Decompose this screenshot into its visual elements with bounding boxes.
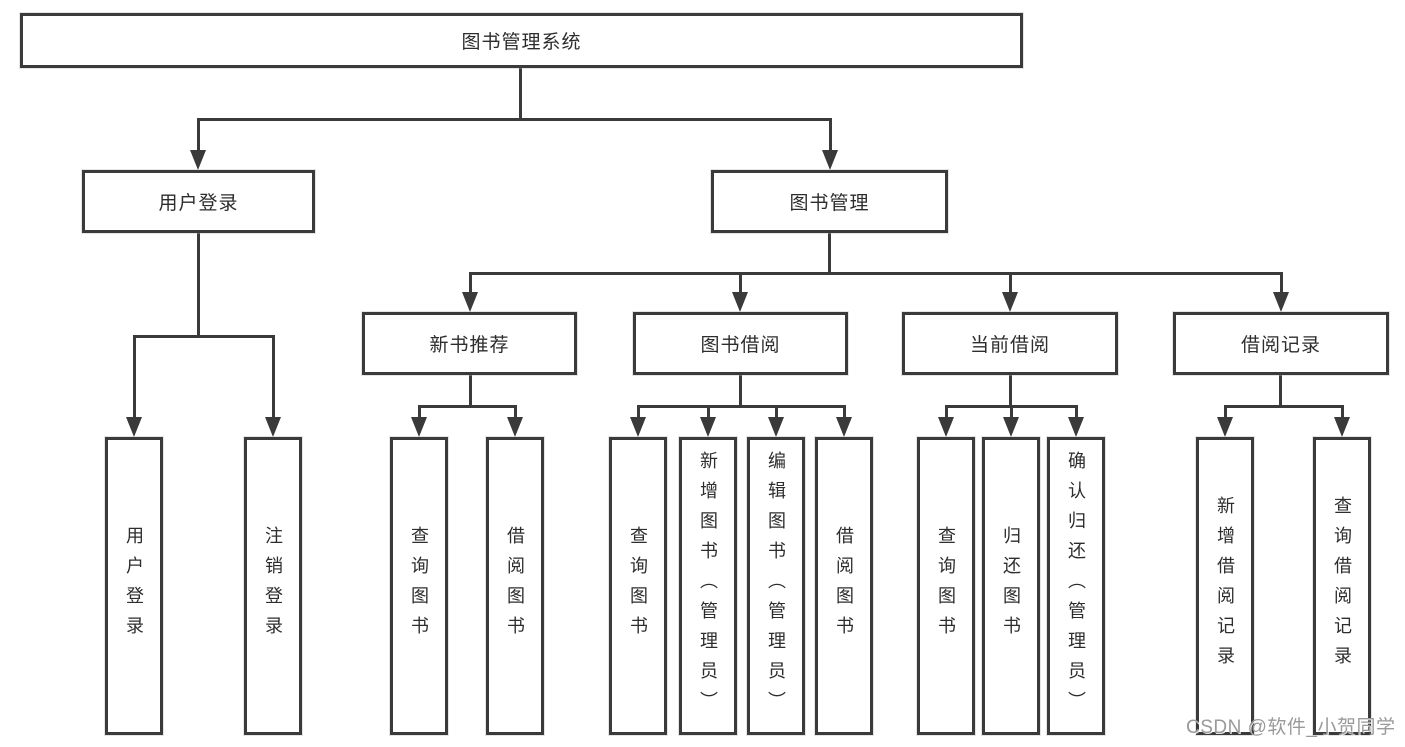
leaf-confirm-return-admin: 确认归还（管理员）: [1047, 437, 1105, 735]
connector-to-current-borrowing: [1008, 273, 1012, 294]
arrowhead-to-new-book-recommendation: [462, 292, 478, 312]
connector-book-management-hline: [468, 271, 1283, 275]
arrowhead-to-leaf: [1217, 417, 1233, 437]
connector-to-leaf: [944, 406, 948, 421]
arrowhead-to-leaf: [836, 417, 852, 437]
leaf-label: 查询图书: [409, 526, 429, 646]
connector-to-leaf: [1223, 406, 1227, 421]
connector-to-user-login: [196, 118, 200, 153]
node-book-borrowing: 图书借阅: [633, 312, 848, 375]
arrowhead-to-leaf: [1334, 417, 1350, 437]
connector-to-leaf: [417, 406, 421, 421]
node-label: 新书推荐: [429, 335, 510, 356]
connector-to-leaf: [1340, 406, 1344, 421]
arrowhead-to-borrowing-records: [1273, 292, 1289, 312]
node-user-login: 用户登录: [82, 170, 315, 233]
leaf-label: 注销登录: [263, 526, 283, 646]
node-label: 图书管理: [789, 193, 870, 214]
leaf-label: 查询图书: [936, 526, 956, 646]
leaf-label: 查询图书: [628, 526, 648, 646]
leaf-edit-book-admin: 编辑图书（管理员）: [747, 437, 805, 735]
connector-to-borrowing-records: [1279, 273, 1283, 294]
node-book-management: 图书管理: [711, 170, 948, 233]
arrowhead-to-leaf: [1003, 417, 1019, 437]
connector-book-management-stub: [827, 233, 831, 275]
arrowhead-to-leaf: [938, 417, 954, 437]
connector-to-leaf: [706, 406, 710, 421]
leaf-label: 编辑图书（管理员）: [766, 451, 786, 721]
connector-new-book-stub: [468, 375, 472, 407]
node-new-book-recommendation: 新书推荐: [362, 312, 577, 375]
connector-borrowing-records-stub: [1278, 375, 1282, 407]
connector-new-book-hline: [417, 404, 517, 408]
csdn-watermark: CSDN @软件_小贺同学: [1186, 717, 1396, 738]
connector-to-leaf: [1074, 406, 1078, 421]
connector-to-book-borrowing: [738, 273, 742, 294]
leaf-label: 借阅图书: [834, 526, 854, 646]
arrowhead-to-leaf: [630, 417, 646, 437]
connector-to-leaf: [842, 406, 846, 421]
node-label: 借阅记录: [1240, 335, 1321, 356]
leaf-logout: 注销登录: [244, 437, 302, 735]
arrowhead-to-leaf: [411, 417, 427, 437]
leaf-add-book-admin: 新增图书（管理员）: [679, 437, 737, 735]
connector-to-leaf-user-login: [132, 336, 136, 420]
leaf-label: 用户登录: [124, 526, 144, 646]
leaf-label: 查询借阅记录: [1332, 496, 1352, 676]
arrowhead-to-leaf-user-login: [126, 417, 142, 437]
leaf-label: 确认归还（管理员）: [1066, 451, 1086, 721]
node-current-borrowing: 当前借阅: [902, 312, 1118, 375]
leaf-search-borrow-record: 查询借阅记录: [1313, 437, 1371, 735]
leaf-label: 新增借阅记录: [1215, 496, 1235, 676]
connector-to-leaf: [774, 406, 778, 421]
leaf-add-borrow-record: 新增借阅记录: [1196, 437, 1254, 735]
leaf-return-books: 归还图书: [982, 437, 1040, 735]
connector-to-book-management: [828, 118, 832, 153]
connector-user-login-hline: [132, 334, 275, 338]
arrowhead-to-book-borrowing: [732, 292, 748, 312]
connector-to-leaf: [513, 406, 517, 421]
connector-root-hline: [196, 117, 832, 121]
leaf-label: 归还图书: [1001, 526, 1021, 646]
connector-current-borrowing-stub: [1008, 375, 1012, 407]
leaf-user-login: 用户登录: [105, 437, 163, 735]
node-label: 用户登录: [158, 193, 239, 214]
arrowhead-to-leaf: [1068, 417, 1084, 437]
leaf-search-books-recommendation: 查询图书: [390, 437, 448, 735]
node-label: 图书管理系统: [461, 32, 582, 53]
leaf-search-books-borrowing: 查询图书: [609, 437, 667, 735]
connector-borrowing-records-hline: [1223, 404, 1344, 408]
leaf-borrow-books-borrowing: 借阅图书: [815, 437, 873, 735]
leaf-label: 借阅图书: [505, 526, 525, 646]
connector-to-leaf: [1009, 406, 1013, 421]
arrowhead-to-leaf: [507, 417, 523, 437]
node-label: 当前借阅: [969, 335, 1050, 356]
arrowhead-to-leaf-logout: [265, 417, 281, 437]
arrowhead-to-current-borrowing: [1002, 292, 1018, 312]
arrowhead-to-leaf: [768, 417, 784, 437]
arrowhead-to-user-login: [190, 150, 206, 170]
connector-to-leaf-logout: [271, 336, 275, 420]
leaf-search-books-current: 查询图书: [917, 437, 975, 735]
node-library-management-system: 图书管理系统: [20, 13, 1023, 68]
arrowhead-to-book-management: [822, 150, 838, 170]
node-borrowing-records: 借阅记录: [1173, 312, 1389, 375]
arrowhead-to-leaf: [700, 417, 716, 437]
leaf-borrow-books-recommendation: 借阅图书: [486, 437, 544, 735]
connector-book-borrowing-stub: [738, 375, 742, 407]
connector-book-borrowing-hline: [636, 404, 846, 408]
connector-to-new-book-recommendation: [468, 273, 472, 294]
connector-user-login-stub: [196, 233, 200, 337]
leaf-label: 新增图书（管理员）: [698, 451, 718, 721]
node-label: 图书借阅: [700, 335, 781, 356]
connector-root-stub: [518, 68, 522, 120]
connector-to-leaf: [636, 406, 640, 421]
